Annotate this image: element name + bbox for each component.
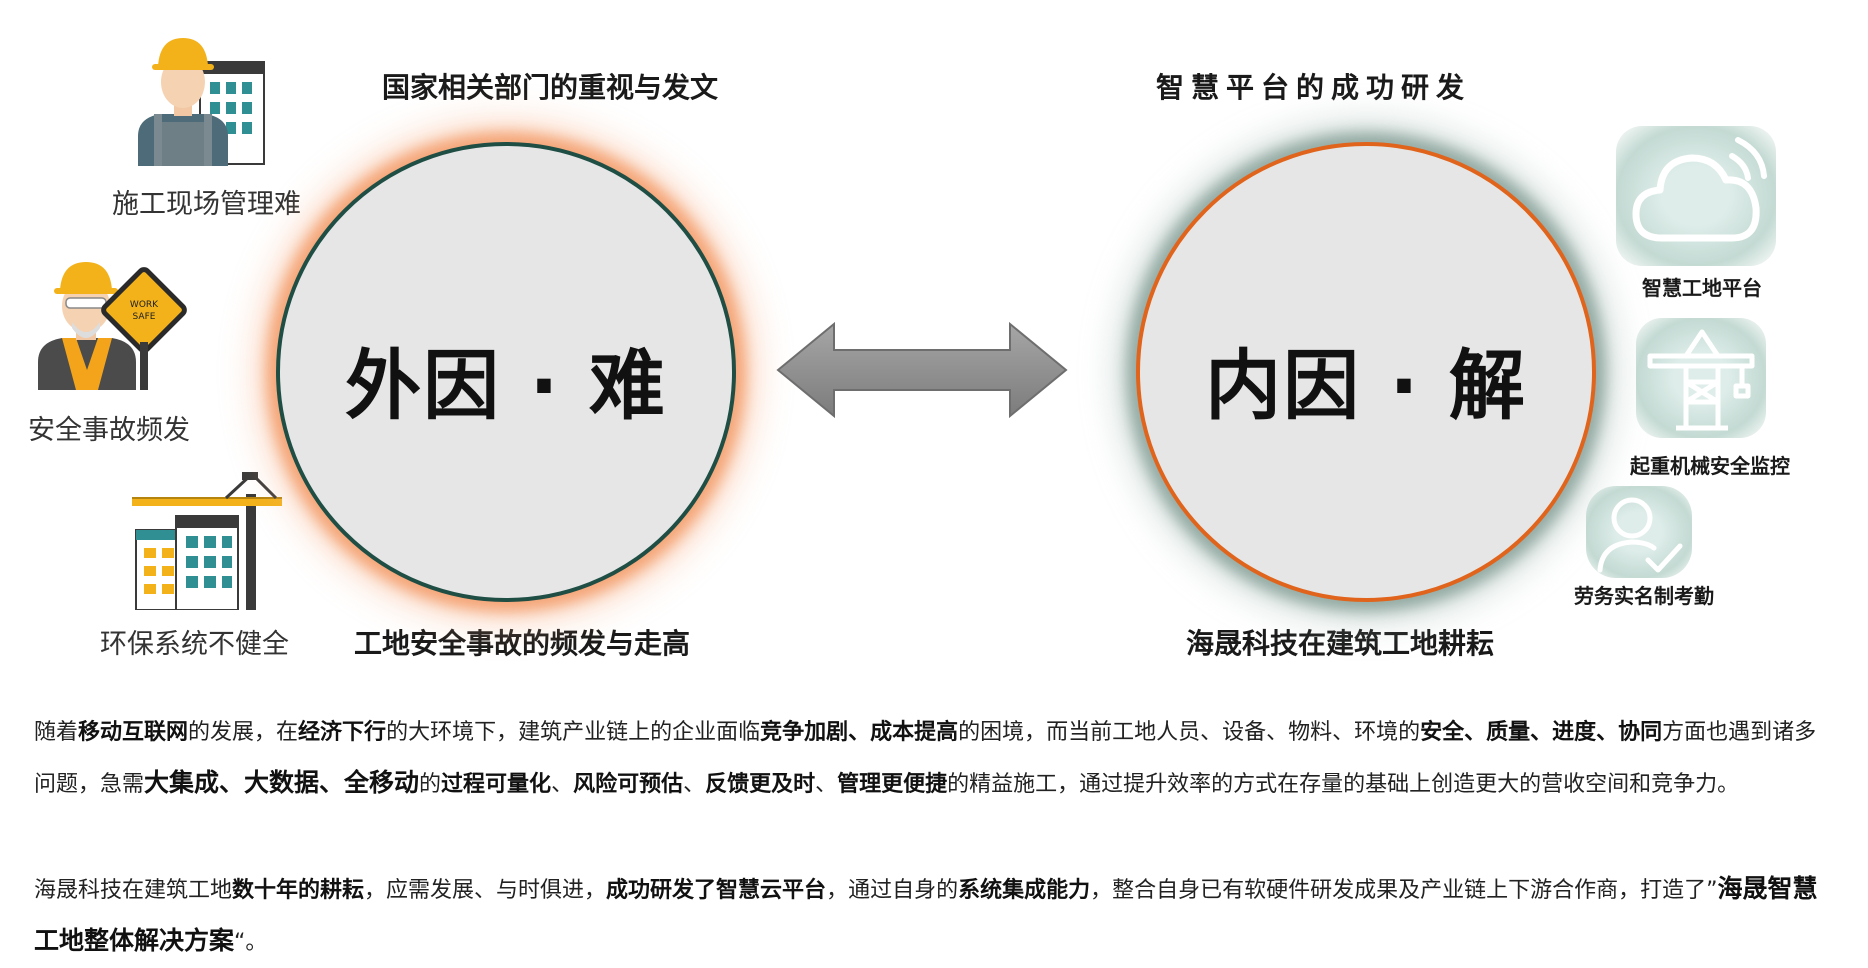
worker-building-icon <box>138 38 265 166</box>
sign-text-1: WORK <box>130 300 159 310</box>
emphasis-text: 风险可预估 <box>573 772 684 797</box>
worker-worksafe-icon: WORK SAFE <box>38 262 187 390</box>
right-item-label: 起重机械安全监控 <box>1630 454 1790 478</box>
tower-crane-icon <box>1647 329 1755 431</box>
emphasis-text: 管理更便捷 <box>837 772 948 797</box>
emphasis-text: 成功研发了智慧云平台 <box>606 878 827 903</box>
heading-bottom-left: 工地安全事故的频发与走高 <box>354 627 691 660</box>
emphasis-text: 过程可量化 <box>441 772 552 797</box>
body-text: 、 <box>551 772 574 797</box>
emphasis-text: 系统集成能力 <box>958 878 1091 903</box>
cloud-wifi-icon <box>1632 137 1767 242</box>
intro-paragraph-2: 海晟科技在建筑工地数十年的耕耘，应需发展、与时俱进，成功研发了智慧云平台，通过自… <box>34 864 1838 968</box>
heading-top-right: 智慧平台的成功研发 <box>1156 71 1472 104</box>
body-text: “。 <box>234 930 268 955</box>
body-text: 方面也遇到诸多问题，急需 <box>34 720 1817 797</box>
emphasis-text: 经济下行 <box>298 720 387 745</box>
crane-building-icon <box>132 471 282 610</box>
body-text: ，应需发展、与时俱进， <box>364 878 607 903</box>
user-check-icon <box>1597 497 1683 573</box>
body-text: 的发展，在 <box>188 720 299 745</box>
right-circle-text: 内因 · 解 <box>1205 341 1527 430</box>
heading-top-left: 国家相关部门的重视与发文 <box>382 71 719 104</box>
left-circle-text: 外因 · 难 <box>345 341 667 430</box>
emphasis-text: 海晟智慧工地整体解决方案 <box>34 874 1818 955</box>
body-text: 的 <box>419 772 442 797</box>
body-text: 、 <box>815 772 838 797</box>
emphasis-text: 数十年的耕耘 <box>232 878 365 903</box>
heading-bottom-right: 海晟科技在建筑工地耕耘 <box>1186 627 1495 660</box>
body-text: 的精益施工，通过提升效率的方式在存量的基础上创造更大的营收空间和竞争力。 <box>947 772 1740 797</box>
body-text: 的困境，而当前工地人员、设备、物料、环境的 <box>958 720 1421 745</box>
right-item-label: 智慧工地平台 <box>1642 276 1762 300</box>
emphasis-text: 安全、质量、进度、协同 <box>1420 720 1663 745</box>
body-text: 随着 <box>34 720 79 745</box>
body-text: 的大环境下，建筑产业链上的企业面临 <box>386 720 761 745</box>
right-circle: 内因 · 解 <box>1136 142 1596 602</box>
emphasis-text: 移动互联网 <box>78 720 189 745</box>
right-item-label: 劳务实名制考勤 <box>1574 584 1714 608</box>
left-item-label: 环保系统不健全 <box>100 629 289 660</box>
intro-paragraph-1: 随着移动互联网的发展，在经济下行的大环境下，建筑产业链上的企业面临竞争加剧、成本… <box>34 708 1838 810</box>
emphasis-text: 反馈更及时 <box>705 772 816 797</box>
body-text: ，整合自身已有软硬件研发成果及产业链上下游合作商，打造了” <box>1090 878 1718 903</box>
emphasis-text: 大集成、大数据、全移动 <box>144 768 420 797</box>
double-arrow-icon <box>776 322 1068 418</box>
sign-text-2: SAFE <box>133 312 156 322</box>
body-text: ，通过自身的 <box>826 878 959 903</box>
emphasis-text: 竞争加剧、成本提高 <box>760 720 959 745</box>
left-circle: 外因 · 难 <box>276 142 736 602</box>
left-item-label: 施工现场管理难 <box>112 189 301 220</box>
body-text: 、 <box>683 772 706 797</box>
body-text: 海晟科技在建筑工地 <box>34 878 233 903</box>
left-item-label: 安全事故频发 <box>28 415 190 446</box>
